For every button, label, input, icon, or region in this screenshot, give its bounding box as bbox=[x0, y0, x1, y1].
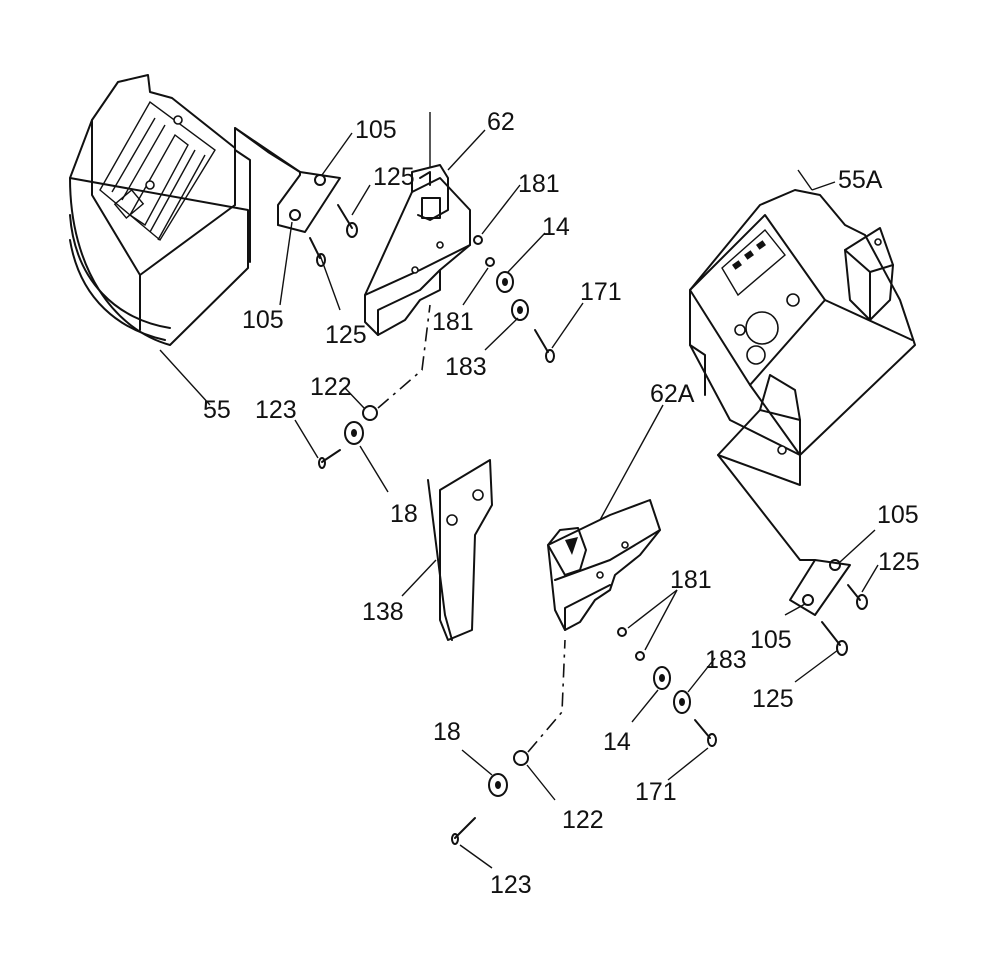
lower-hardware bbox=[451, 559, 868, 845]
label-55: 55 bbox=[203, 396, 231, 424]
part-62-upper-slide-block bbox=[364, 112, 471, 336]
label-181-upper-b: 181 bbox=[432, 308, 474, 336]
part-55-upper-guide-bracket bbox=[69, 74, 301, 346]
label-105-lower-b: 105 bbox=[750, 626, 792, 654]
bearing-14-upper bbox=[496, 271, 514, 293]
washer-122-lower bbox=[513, 750, 529, 766]
label-183-lower: 183 bbox=[705, 646, 747, 674]
washer-105-lower-b bbox=[802, 594, 814, 606]
label-125-upper-a: 125 bbox=[373, 163, 415, 191]
callout-labels: 55 55A 62 62A 105 105 105 105 125 125 12… bbox=[203, 108, 920, 899]
washer-105-upper-a bbox=[314, 174, 326, 186]
bearing-14-lower bbox=[653, 666, 671, 690]
label-105-upper-a: 105 bbox=[355, 116, 397, 144]
label-55a: 55A bbox=[838, 166, 883, 194]
label-123-lower: 123 bbox=[490, 871, 532, 899]
label-181-lower: 181 bbox=[670, 566, 712, 594]
leader-lines bbox=[159, 129, 879, 869]
label-183-upper: 183 bbox=[445, 353, 487, 381]
screw-125-lower-b bbox=[821, 621, 848, 656]
screw-125-lower-a bbox=[847, 584, 868, 610]
label-62: 62 bbox=[487, 108, 515, 136]
bearing-18-lower bbox=[488, 773, 508, 797]
label-171-lower: 171 bbox=[635, 778, 677, 806]
washer-105-upper-b bbox=[289, 209, 301, 221]
label-18-upper: 18 bbox=[390, 500, 418, 528]
screw-171-upper bbox=[534, 329, 555, 363]
label-18-lower: 18 bbox=[433, 718, 461, 746]
washer-181-c bbox=[617, 627, 627, 637]
bearing-183-upper bbox=[511, 299, 529, 321]
washer-122-upper bbox=[362, 405, 378, 421]
part-138-guide-plate bbox=[427, 459, 493, 641]
screw-123-lower bbox=[451, 817, 476, 845]
label-125-upper-b: 125 bbox=[325, 321, 367, 349]
part-55a-mounting-plate bbox=[717, 454, 851, 616]
label-123-upper: 123 bbox=[255, 396, 297, 424]
label-171-upper: 171 bbox=[580, 278, 622, 306]
label-14-upper: 14 bbox=[542, 213, 570, 241]
label-122-lower: 122 bbox=[562, 806, 604, 834]
label-125-lower-a: 125 bbox=[878, 548, 920, 576]
label-105-lower-a: 105 bbox=[877, 501, 919, 529]
screw-123-upper bbox=[318, 449, 341, 469]
label-138: 138 bbox=[362, 598, 404, 626]
screw-125-upper-b bbox=[309, 237, 326, 267]
part-55a-lower-guide-bracket bbox=[689, 169, 916, 486]
bearing-183-lower bbox=[673, 690, 691, 714]
label-62a: 62A bbox=[650, 380, 695, 408]
screw-171-lower bbox=[694, 719, 717, 747]
washer-181-d bbox=[635, 651, 645, 661]
label-105-upper-b: 105 bbox=[242, 306, 284, 334]
part-62a-lower-slide-block bbox=[547, 499, 661, 631]
label-181-upper-a: 181 bbox=[518, 170, 560, 198]
washer-105-lower-a bbox=[829, 559, 841, 571]
label-125-lower-b: 125 bbox=[752, 685, 794, 713]
washer-181-b bbox=[485, 257, 495, 267]
washer-181-a bbox=[473, 235, 483, 245]
bearing-18-upper bbox=[344, 421, 364, 445]
screw-125-upper-a bbox=[337, 204, 358, 238]
label-14-lower: 14 bbox=[603, 728, 631, 756]
label-122-upper: 122 bbox=[310, 373, 352, 401]
upper-hardware bbox=[289, 174, 555, 469]
